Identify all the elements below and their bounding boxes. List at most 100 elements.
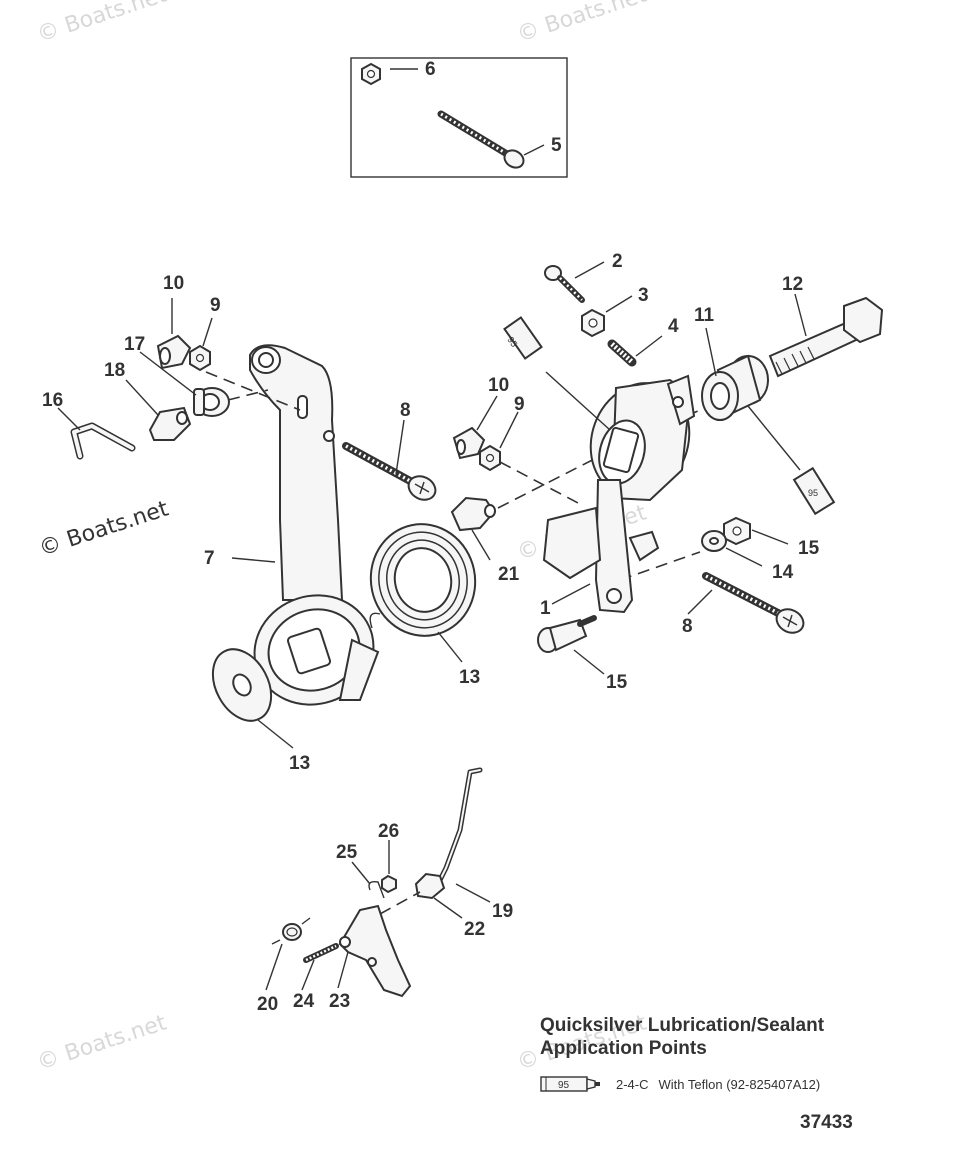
leader-21: [455, 883, 491, 903]
part-6-nut: [361, 62, 381, 86]
part-2-screw: [544, 265, 585, 303]
callout-3: 3: [638, 285, 649, 306]
part-24-lever: [338, 904, 412, 998]
assembly-line-center-3: [619, 551, 701, 581]
part-23-lower-fitting: [414, 872, 446, 900]
part-25-stud: [303, 943, 339, 963]
part-18-link-rod: [70, 422, 136, 460]
leader-9-left: [202, 317, 213, 347]
leader-18: [57, 407, 81, 431]
callout-10-center: 10: [488, 375, 509, 396]
callout-18: 16: [42, 390, 63, 411]
callout-10-left: 10: [163, 273, 184, 294]
leader-2: [574, 261, 605, 279]
inset-box: [350, 57, 568, 178]
callout-6: 6: [425, 59, 436, 80]
figure-number: 37433: [800, 1112, 853, 1133]
leader-11: [705, 327, 717, 377]
leader-16: [725, 547, 763, 567]
leader-5: [523, 144, 545, 156]
part-10-left-cap: [156, 334, 192, 370]
assembly-line-left-1: [205, 371, 301, 411]
callout-19: 17: [124, 334, 145, 355]
leader-25: [301, 959, 315, 991]
callout-4: 4: [668, 316, 679, 337]
leader-23-lower: [433, 897, 463, 919]
leader-4: [635, 335, 663, 357]
part-27-nut: [381, 874, 397, 894]
part-23-center-fitting: [450, 496, 496, 532]
callout-16: 14: [772, 562, 794, 583]
callout-21: 19: [492, 901, 513, 922]
part-4-spring: [607, 339, 637, 367]
part-16-washer: [701, 530, 727, 552]
callout-13: 13: [289, 753, 310, 774]
part-3-nut: [581, 308, 605, 338]
leader-8-left: [395, 419, 405, 475]
assembly-line-lower: [379, 891, 421, 915]
watermark-top-right: © Boats.net: [514, 0, 650, 48]
leader-22: [265, 943, 283, 991]
part-22-spring: [271, 917, 311, 945]
legend-tube-label: 95: [558, 1080, 570, 1091]
applicator-tube-right: 95: [747, 405, 836, 516]
legend-entry: 95 2-4-C With Teflon (92-825407A12): [540, 1074, 900, 1094]
part-19-bushing: [193, 387, 230, 417]
assembly-line-center-1: [499, 461, 581, 505]
watermark-main: © Boats.net: [36, 496, 172, 561]
part-5-screw: [437, 110, 525, 169]
callout-7: 7: [204, 548, 215, 569]
applicator-right-label: 95: [808, 488, 818, 498]
assembly-line-left-2: [227, 389, 269, 401]
leader-14: [437, 631, 463, 663]
legend-code: 2-4-C: [616, 1076, 649, 1092]
part-7-lever: [249, 344, 380, 706]
callout-27: 26: [378, 821, 399, 842]
callout-8-right: 8: [682, 616, 693, 637]
part-11-sleeve: [701, 354, 769, 421]
part-8-right-screw: [702, 572, 805, 634]
part-21-rod: [437, 767, 483, 883]
leader-3: [605, 295, 633, 313]
leader-12: [794, 293, 807, 337]
part-13-washer: [211, 648, 273, 722]
leader-26: [351, 861, 371, 885]
callout-9-left: 9: [210, 295, 221, 316]
callout-22: 20: [257, 994, 278, 1015]
callout-23-lower: 22: [464, 919, 485, 940]
callout-20: 18: [104, 360, 125, 381]
callout-8-left: 8: [400, 400, 411, 421]
leader-15: [573, 649, 605, 675]
part-8-left-screw: [342, 442, 437, 501]
callout-5: 5: [551, 135, 562, 156]
callout-12: 12: [782, 274, 803, 295]
part-17-nut: [723, 516, 751, 546]
part-12-bolt: [768, 296, 884, 378]
part-14-spring: [369, 523, 477, 637]
legend-description: With Teflon (92-825407A12): [658, 1076, 821, 1092]
part-26-clip: [368, 880, 385, 899]
leader-19: [139, 351, 197, 396]
leader-10-center: [476, 395, 498, 431]
callout-1: 1: [540, 598, 551, 619]
watermark-bottom-left: © Boats.net: [34, 1010, 170, 1075]
leader-1: [551, 583, 591, 605]
callout-24: 23: [329, 991, 350, 1012]
callout-labels: 6 5 2 3 4 11 12 10 9 17 18 16 8 10 9 7 1…: [42, 59, 820, 1015]
leader-17: [751, 529, 789, 545]
leader-20: [125, 379, 159, 416]
part-9-left-nut: [189, 344, 211, 372]
legend-title: Quicksilver Lubrication/Sealant Applicat…: [540, 1015, 825, 1059]
leader-13: [257, 719, 294, 749]
callout-11: 11: [694, 305, 715, 326]
watermark-top-left: © Boats.net: [34, 0, 170, 48]
applicator-tube-top: 95: [503, 316, 611, 431]
part-15-pin: [537, 615, 597, 653]
lubrication-legend: Quicksilver Lubrication/Sealant Applicat…: [540, 1014, 900, 1094]
lubricant-tube-icon: 95: [540, 1076, 600, 1092]
callout-23-center: 21: [498, 564, 520, 585]
callout-9-center: 9: [514, 394, 525, 415]
callout-17: 15: [798, 538, 820, 559]
leader-23-center: [471, 529, 491, 561]
